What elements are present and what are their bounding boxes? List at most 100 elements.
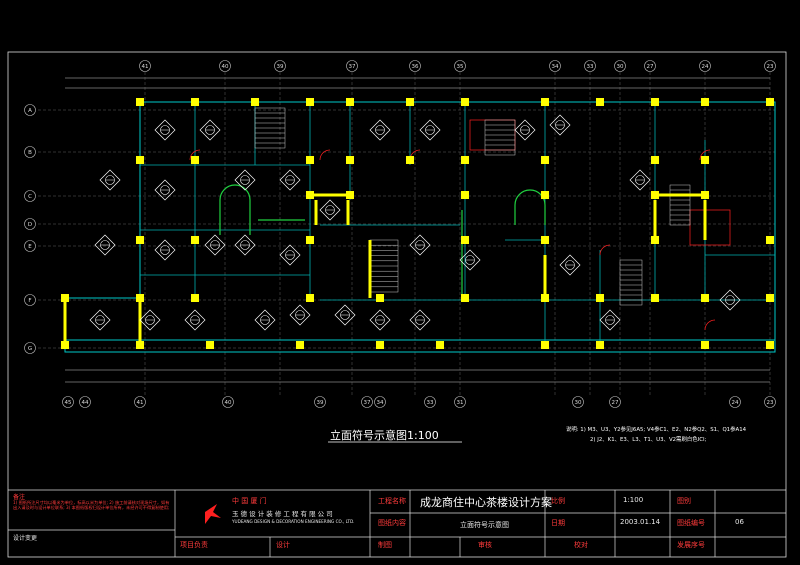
grid-bubble-top-circle <box>764 60 776 72</box>
grid-bubble-bottom: 30 <box>575 400 582 406</box>
grid-bubble-row: C <box>28 194 32 200</box>
elevation-marker <box>234 234 256 256</box>
grid-bubble-top: 41 <box>142 64 149 70</box>
grid-bubble-bottom-circle <box>454 396 466 408</box>
grid-bubble-bottom-circle <box>572 396 584 408</box>
column <box>306 156 314 164</box>
design-change-label: 设计变更 <box>13 535 38 542</box>
grid-bubble-top: 40 <box>222 64 229 70</box>
grid-bubble-top: 23 <box>767 64 774 70</box>
grid-bubble-top-circle <box>699 60 711 72</box>
column <box>436 341 444 349</box>
elevation-marker <box>369 309 391 331</box>
column <box>136 294 144 302</box>
column <box>251 98 259 106</box>
grid-bubble-row-circle <box>24 240 36 252</box>
grid-bubble-bottom-circle <box>62 396 74 408</box>
column <box>596 98 604 106</box>
grid-bubble-row-circle <box>24 218 36 230</box>
elevation-marker <box>184 309 206 331</box>
drawing-caption: 立面符号示意图1:100 <box>330 429 439 442</box>
column <box>191 98 199 106</box>
elevation-marker <box>139 309 161 331</box>
grid-bubble-top-circle <box>549 60 561 72</box>
elevation-marker <box>629 169 651 191</box>
grid-bubble-top: 24 <box>702 64 709 70</box>
elevation-marker <box>289 304 311 326</box>
grid-bubble-top-circle <box>409 60 421 72</box>
top-dimension-lines <box>65 77 770 383</box>
grid-bubble-bottom: 23 <box>767 400 774 406</box>
elevation-marker <box>154 179 176 201</box>
elevation-marker <box>599 309 621 331</box>
scale-value: 1:100 <box>623 496 644 504</box>
elevation-marker <box>154 239 176 261</box>
remarks-label: 备注 <box>13 494 26 501</box>
stair-blocks <box>254 107 691 306</box>
grid-bubble-bottom-circle <box>609 396 621 408</box>
grid-lines-horizontal <box>38 109 775 349</box>
elevation-marker <box>279 244 301 266</box>
grid-bubble-top-circle <box>139 60 151 72</box>
issue-no-label: 发展序号 <box>677 541 705 549</box>
project-label: 工程名称 <box>378 497 406 505</box>
grid-bubble-bottom-circle <box>134 396 146 408</box>
grid-bubble-top-circle <box>644 60 656 72</box>
elevation-marker <box>514 119 536 141</box>
sheet-no-label: 图纸编号 <box>677 519 705 527</box>
grid-bubble-row: E <box>28 244 32 250</box>
drawing-label: 制图 <box>378 541 392 549</box>
column <box>136 98 144 106</box>
column <box>461 156 469 164</box>
grid-bubble-top: 37 <box>349 64 356 70</box>
column <box>346 156 354 164</box>
grid-bubble-row: D <box>28 222 32 228</box>
elevation-marker <box>234 169 256 191</box>
column <box>651 156 659 164</box>
drawing-content: 立面符号示意图 <box>460 521 509 529</box>
date-label: 日期 <box>551 519 565 527</box>
grid-bubble-bottom-circle <box>79 396 91 408</box>
grid-bubble-row-circle <box>24 190 36 202</box>
remarks-text: 1) 图纸所注尺寸均以毫米为单位，标高以米为单位; 2) 施工前请核对现场尺寸，… <box>13 500 170 511</box>
title-block-frame <box>8 489 786 557</box>
column <box>406 98 414 106</box>
column <box>651 294 659 302</box>
stair-block <box>484 119 516 156</box>
date-value: 2003.01.14 <box>620 518 661 526</box>
grid-bubble-bottom-circle <box>729 396 741 408</box>
column <box>766 236 774 244</box>
grid-bubble-top-circle <box>346 60 358 72</box>
grid-bubble-row-circle <box>24 294 36 306</box>
grid-bubble-top-circle <box>584 60 596 72</box>
building-outline <box>64 101 776 353</box>
project-name: 成龙商住中心茶楼设计方案 <box>420 496 552 509</box>
elevation-markers <box>89 114 741 331</box>
grid-bubble-bottom-circle <box>764 396 776 408</box>
column <box>766 341 774 349</box>
column <box>136 156 144 164</box>
column <box>376 294 384 302</box>
grid-bubble-top: 34 <box>552 64 559 70</box>
column <box>461 236 469 244</box>
drawing-no-label: 图别 <box>677 497 691 505</box>
column <box>541 191 549 199</box>
grid-bubble-bottom: 31 <box>457 400 464 406</box>
column <box>461 294 469 302</box>
company-logo <box>205 504 221 524</box>
sheet-frame <box>7 51 787 558</box>
company-name: 玉 德 设 计 装 修 工 程 有 限 公 司 <box>232 510 333 518</box>
elevation-marker <box>199 119 221 141</box>
grid-bubble-bottom: 24 <box>732 400 739 406</box>
elevation-marker <box>254 309 276 331</box>
column <box>306 294 314 302</box>
column <box>461 191 469 199</box>
elevation-marker <box>409 234 431 256</box>
drawing-content-label: 图纸内容 <box>378 519 406 527</box>
grid-bubble-bottom: 40 <box>225 400 232 406</box>
grid-bubble-row-circle <box>24 104 36 116</box>
column <box>376 341 384 349</box>
elevation-marker <box>549 114 571 136</box>
grid-bubble-row: B <box>28 150 32 156</box>
